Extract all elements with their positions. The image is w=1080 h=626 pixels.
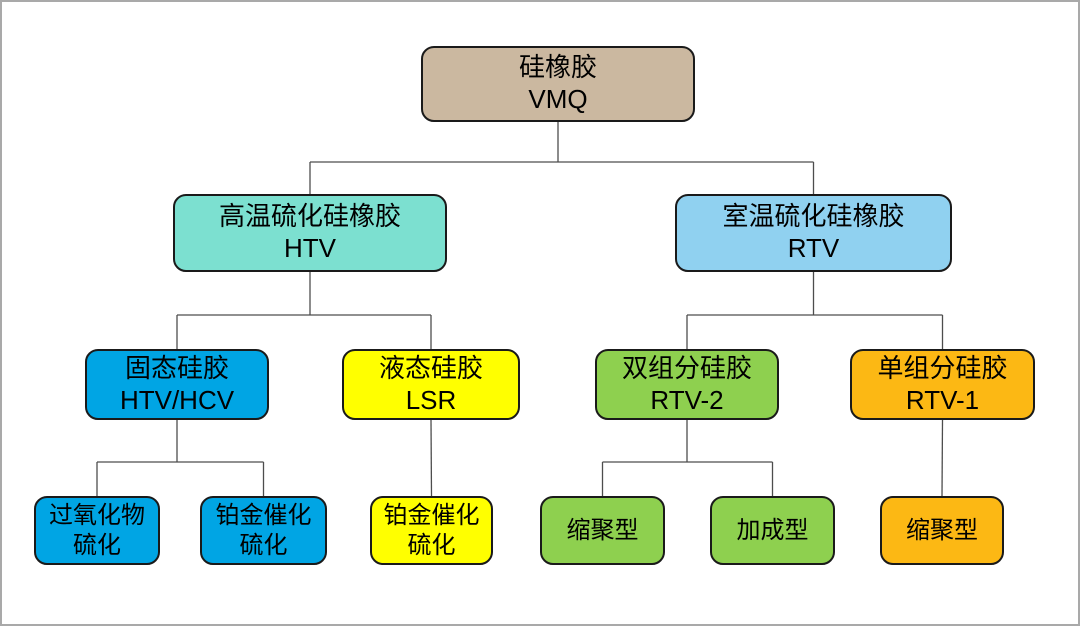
node-title: 单组分硅胶 (877, 352, 1008, 383)
node-condensation-rtv2: 缩聚型 (540, 496, 665, 565)
node-subtitle: RTV-2 (650, 384, 724, 415)
node-title: 双组分硅胶 (621, 352, 752, 383)
connector (941, 419, 944, 497)
node-title: 室温硫化硅橡胶 (722, 201, 905, 232)
node-title: 过氧化物 (49, 502, 145, 530)
node-condensation-rtv1: 缩聚型 (880, 496, 1004, 565)
node-subtitle: 硫化 (73, 531, 121, 559)
node-title: 固态硅胶 (124, 352, 229, 383)
node-addition-rtv2: 加成型 (710, 496, 835, 565)
node-subtitle: HTV/HCV (119, 384, 235, 415)
node-title: 缩聚型 (906, 516, 978, 544)
node-title: 硅橡胶 (518, 52, 597, 83)
node-title: 缩聚型 (566, 516, 639, 544)
node-title: 加成型 (736, 516, 809, 544)
node-subtitle: LSR (405, 384, 457, 415)
node-subtitle: 硫化 (239, 531, 288, 559)
node-subtitle: VMQ (528, 84, 588, 114)
node-subtitle: RTV-1 (905, 384, 980, 415)
node-title: 高温硫化硅橡胶 (218, 201, 401, 232)
node-platinum-cure-lsr: 铂金催化硫化 (370, 496, 493, 565)
node-title: 液态硅胶 (378, 352, 483, 383)
node-subtitle: 硫化 (407, 531, 456, 559)
node-title: 铂金催化 (383, 502, 480, 530)
node-subtitle: RTV (787, 233, 840, 263)
node-title: 铂金催化 (215, 502, 312, 530)
node-peroxide-cure: 过氧化物硫化 (34, 496, 160, 565)
connector (430, 419, 433, 497)
node-platinum-cure-htv: 铂金催化硫化 (200, 496, 327, 565)
node-subtitle: HTV (284, 233, 336, 263)
